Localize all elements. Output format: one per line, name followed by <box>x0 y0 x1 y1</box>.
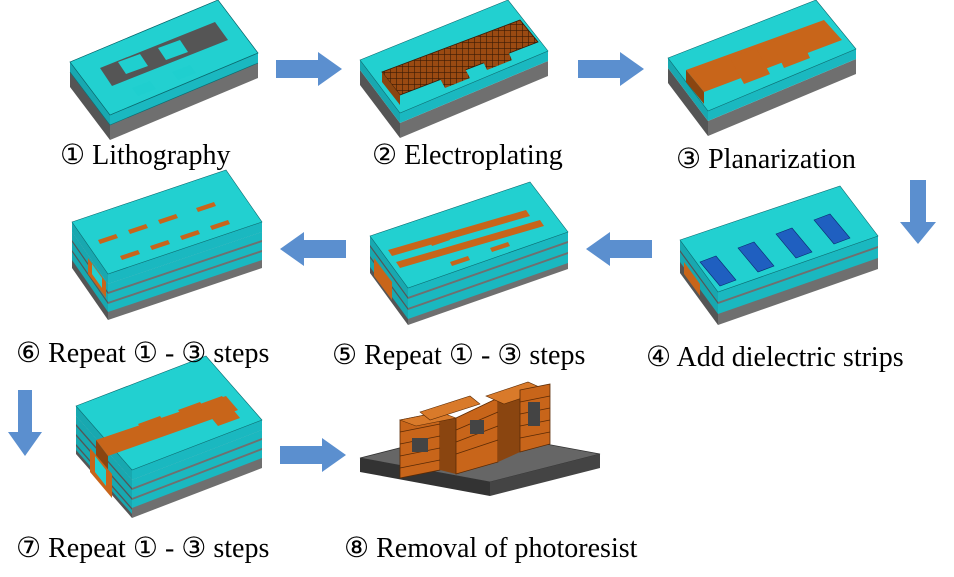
step-8-illustration <box>359 381 601 496</box>
step-1-label: ① Lithography <box>60 140 231 171</box>
step-7-label: ⑦ Repeat ① - ③ steps <box>16 533 270 564</box>
arrow-step4-to-step5 <box>586 232 652 266</box>
arrow-step5-to-step6 <box>280 232 346 266</box>
step-2-illustration <box>359 0 549 138</box>
step-2-label: ② Electroplating <box>372 140 563 171</box>
arrow-step6-to-step7 <box>8 390 42 456</box>
arrow-step1-to-step2 <box>276 52 342 86</box>
step-4-label: ④ Add dielectric strips <box>646 342 904 373</box>
step-3-label: ③ Planarization <box>676 144 856 175</box>
step-3-illustration <box>667 0 857 136</box>
arrow-step3-to-step4 <box>900 180 936 244</box>
step-4-illustration <box>679 185 879 325</box>
step-1-illustration <box>69 0 259 140</box>
arrow-step2-to-step3 <box>578 52 644 86</box>
step-8-label: ⑧ Removal of photoresist <box>344 533 638 564</box>
step-5-label: ⑤ Repeat ① - ③ steps <box>332 340 586 371</box>
step-7-illustration <box>75 355 263 518</box>
arrow-step7-to-step8 <box>280 438 346 472</box>
step-6-label: ⑥ Repeat ① - ③ steps <box>16 338 270 369</box>
step-6-illustration <box>71 169 263 320</box>
step-5-illustration <box>369 181 569 325</box>
